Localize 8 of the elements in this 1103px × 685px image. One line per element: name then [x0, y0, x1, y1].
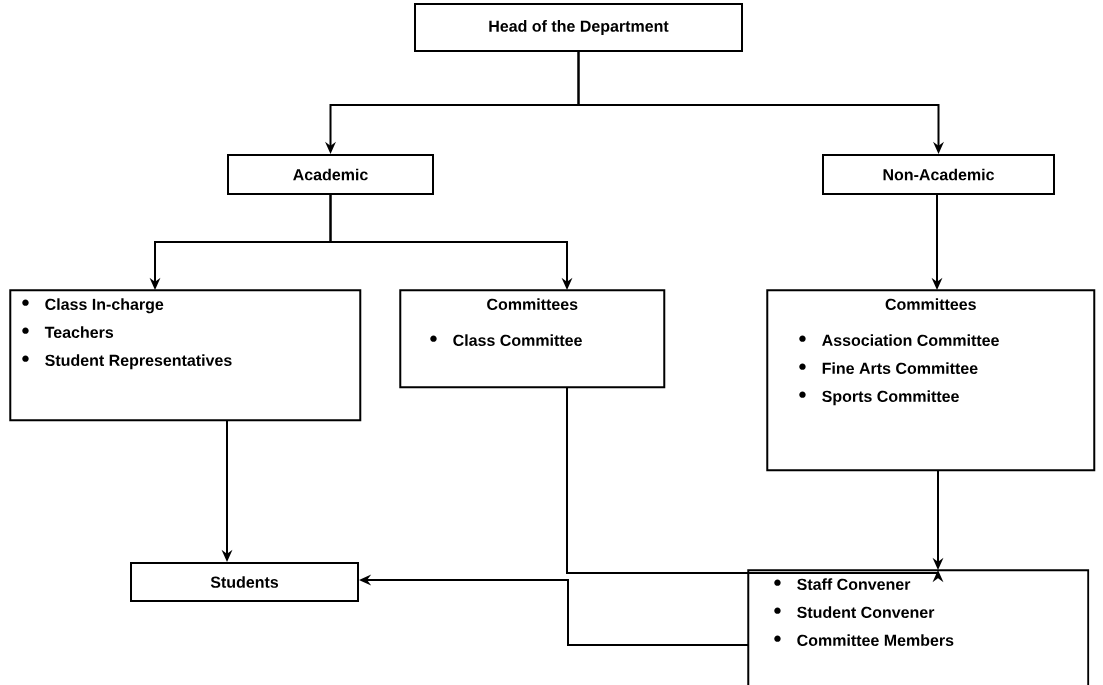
box: Head of the Department: [414, 3, 743, 52]
list-box: Class In-charge Teachers Student Representatives: [9, 289, 362, 422]
list-box: Staff Convener Student Convener Committee Members: [747, 569, 1090, 685]
box: Students: [130, 562, 359, 602]
list-box: Committees Association Committee Fine Arts Committee Sports Committee: [766, 289, 1096, 472]
box: Non-Academic: [822, 154, 1055, 195]
list-box: Committees Class Committee: [399, 289, 666, 389]
box: Academic: [227, 154, 434, 195]
